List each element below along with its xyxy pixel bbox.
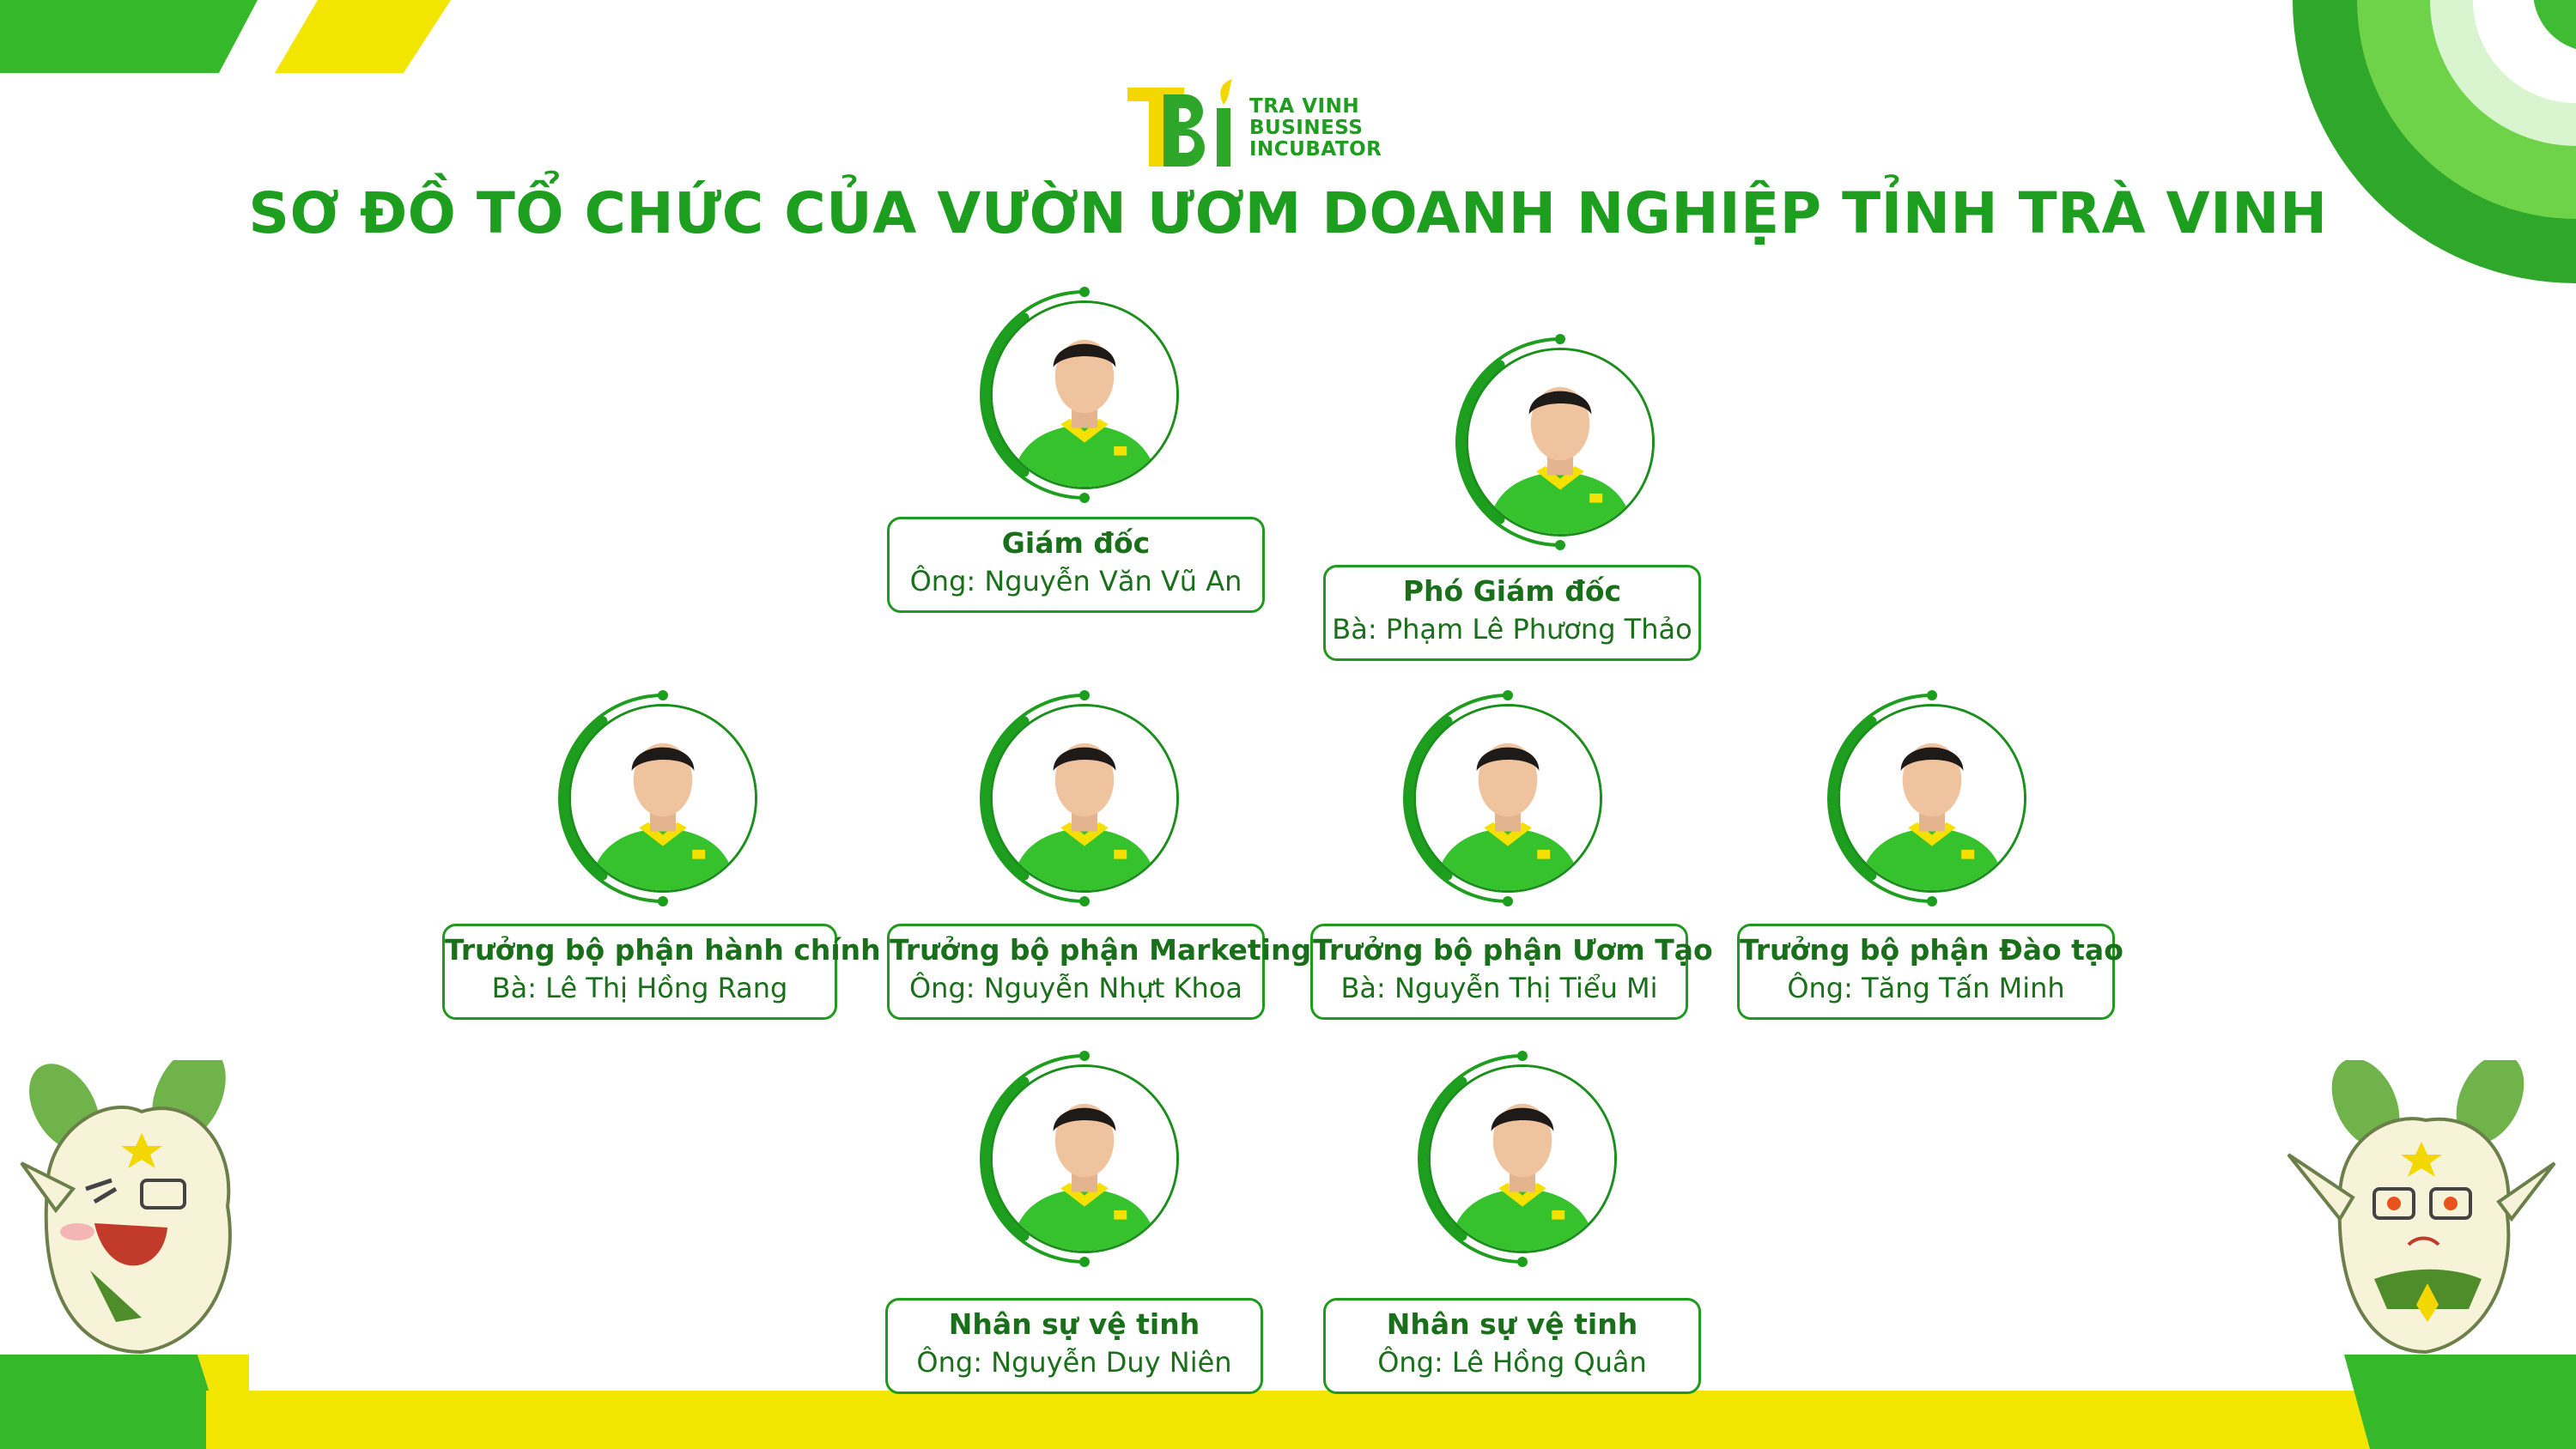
position-title: Trưởng bộ phận Ươm Tạo [1313, 933, 1713, 967]
person-name: Ông: Nguyễn Văn Vũ An [909, 565, 1242, 597]
portrait-ring-decoration [558, 690, 668, 906]
page-title: SƠ ĐỒ TỔ CHỨC CỦA VƯỜN ƯƠM DOANH NGHIỆP … [248, 180, 2328, 246]
person-name: Ông: Nguyễn Nhựt Khoa [908, 972, 1242, 1004]
position-title: Phó Giám đốc [1402, 574, 1622, 608]
tbi-logo-mark [1127, 79, 1232, 167]
position-title: Trưởng bộ phận hành chính [445, 933, 881, 967]
person-name: Bà: Phạm Lê Phương Thảo [1332, 613, 1692, 646]
person-name: Bà: Lê Thị Hồng Rang [491, 972, 788, 1004]
portrait-photo [990, 1064, 1179, 1253]
portrait-ring-decoration [1418, 1051, 1528, 1267]
logo-line-3: INCUBATOR [1249, 138, 1382, 161]
tbi-logo: TRA VINH BUSINESS INCUBATOR [1121, 79, 1413, 173]
portrait-ring-decoration [1403, 690, 1513, 906]
logo-line-2: BUSINESS [1249, 117, 1364, 139]
person-name: Bà: Nguyễn Thị Tiểu Mi [1340, 972, 1658, 1004]
portrait-photo [568, 704, 757, 893]
top-left-corner-decoration [0, 0, 451, 73]
portrait-photo [1466, 348, 1655, 537]
portrait-photo [1428, 1064, 1617, 1253]
top-right-corner-decoration [2293, 0, 2576, 283]
logo-line-1: TRA VINH [1249, 95, 1360, 118]
portrait-ring-decoration [1455, 334, 1565, 550]
portrait-ring-decoration [980, 1051, 1090, 1267]
bottom-band-decoration [0, 1355, 2576, 1449]
person-name: Ông: Nguyễn Duy Niên [916, 1346, 1232, 1379]
mascot-left-icon [20, 1060, 232, 1355]
portrait-ring-decoration [980, 690, 1090, 906]
mascot-right-icon [2287, 1060, 2556, 1355]
position-title: Nhân sự vệ tinh [948, 1307, 1200, 1341]
position-title: Nhân sự vệ tinh [1386, 1307, 1638, 1341]
position-title: Trưởng bộ phận Marketing [890, 933, 1312, 967]
portrait-ring-decoration [1827, 690, 1937, 906]
portrait-photo [1413, 704, 1602, 893]
person-name: Ông: Lê Hồng Quân [1377, 1346, 1647, 1379]
portrait-photo [990, 704, 1179, 893]
portrait-photo [1838, 704, 2026, 893]
portrait-photo [990, 300, 1179, 489]
position-title: Giám đốc [1001, 526, 1151, 560]
position-title: Trưởng bộ phận Đào tạo [1740, 933, 2123, 967]
person-name: Ông: Tăng Tấn Minh [1787, 972, 2065, 1004]
portrait-ring-decoration [980, 287, 1090, 503]
